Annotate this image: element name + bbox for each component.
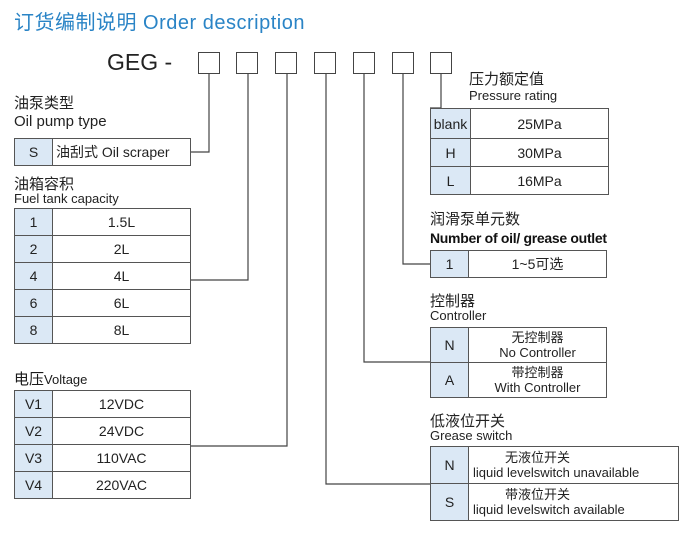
grease-switch-desc-cn: 无液位开关 <box>505 450 571 465</box>
pressure-code: blank <box>430 108 471 139</box>
controller-label-cn: 控制器 <box>430 293 476 310</box>
fuel-tank-label-cn: 油箱容积 <box>14 176 75 193</box>
outlets-label-en: Number of oil/ grease outlet <box>430 230 607 246</box>
outlets-value: 1~5可选 <box>468 250 607 278</box>
voltage-value: 110VAC <box>52 444 191 472</box>
grease-switch-desc-en: liquid levelswitch available <box>473 502 625 517</box>
pressure-code: H <box>430 138 471 167</box>
pressure-label-cn: 压力额定值 <box>469 71 545 88</box>
fuel-tank-value: 2L <box>52 235 191 263</box>
grease-switch-desc-cn: 带液位开关 <box>505 487 571 502</box>
code-box-6 <box>392 52 414 74</box>
controller-desc-en: No Controller <box>499 345 576 360</box>
grease-switch-code: N <box>430 446 469 484</box>
oil-pump-label-en: Oil pump type <box>14 113 107 130</box>
grease-switch-code: S <box>430 483 469 521</box>
voltage-value: 24VDC <box>52 417 191 445</box>
fuel-tank-value: 8L <box>52 316 191 344</box>
pressure-code: L <box>430 166 471 195</box>
model-prefix: GEG - <box>107 49 173 75</box>
outlets-label-cn: 润滑泵单元数 <box>430 211 521 228</box>
code-box-3 <box>275 52 297 74</box>
oil-pump-desc: 油刮式 Oil scraper <box>52 138 191 166</box>
fuel-tank-value: 4L <box>52 262 191 290</box>
grease-switch-label-cn: 低液位开关 <box>430 413 506 430</box>
oil-pump-label-cn: 油泵类型 <box>14 95 75 112</box>
fuel-tank-code: 8 <box>14 316 53 344</box>
controller-desc-en: With Controller <box>494 380 581 395</box>
voltage-code: V3 <box>14 444 53 472</box>
voltage-code: V4 <box>14 471 53 499</box>
fuel-tank-code: 6 <box>14 289 53 317</box>
voltage-code: V1 <box>14 390 53 418</box>
pressure-value: 25MPa <box>470 108 609 139</box>
outlets-code: 1 <box>430 250 469 278</box>
fuel-tank-label-en: Fuel tank capacity <box>14 191 119 206</box>
controller-code: A <box>430 362 469 398</box>
fuel-tank-code: 2 <box>14 235 53 263</box>
grease-switch-label-en: Grease switch <box>430 428 513 443</box>
voltage-label-en: Voltage <box>44 372 88 387</box>
pressure-value: 30MPa <box>470 138 609 167</box>
voltage-label-cn: 电压 <box>14 371 45 388</box>
fuel-tank-code: 4 <box>14 262 53 290</box>
oil-pump-table: S 油刮式 Oil scraper <box>14 138 191 166</box>
pressure-label-en: Pressure rating <box>469 88 558 103</box>
controller-code: N <box>430 327 469 363</box>
voltage-label: 电压Voltage <box>14 368 87 389</box>
controller-desc-cn: 无控制器 <box>511 330 564 345</box>
table-row: S 油刮式 Oil scraper <box>14 138 191 166</box>
voltage-value: 220VAC <box>52 471 191 499</box>
grease-switch-desc-en: liquid levelswitch unavailable <box>473 465 640 480</box>
code-box-4 <box>314 52 336 74</box>
controller-label-en: Controller <box>430 308 487 323</box>
fuel-tank-code: 1 <box>14 208 53 236</box>
voltage-code: V2 <box>14 417 53 445</box>
controller-desc-cn: 带控制器 <box>511 365 564 380</box>
code-box-5 <box>353 52 375 74</box>
pressure-value: 16MPa <box>470 166 609 195</box>
oil-pump-code: S <box>14 138 53 166</box>
code-box-2 <box>236 52 258 74</box>
code-box-1 <box>198 52 220 74</box>
page-title: 订货编制说明 Order description <box>14 12 305 34</box>
fuel-tank-value: 1.5L <box>52 208 191 236</box>
fuel-tank-value: 6L <box>52 289 191 317</box>
code-box-7 <box>430 52 452 74</box>
voltage-value: 12VDC <box>52 390 191 418</box>
